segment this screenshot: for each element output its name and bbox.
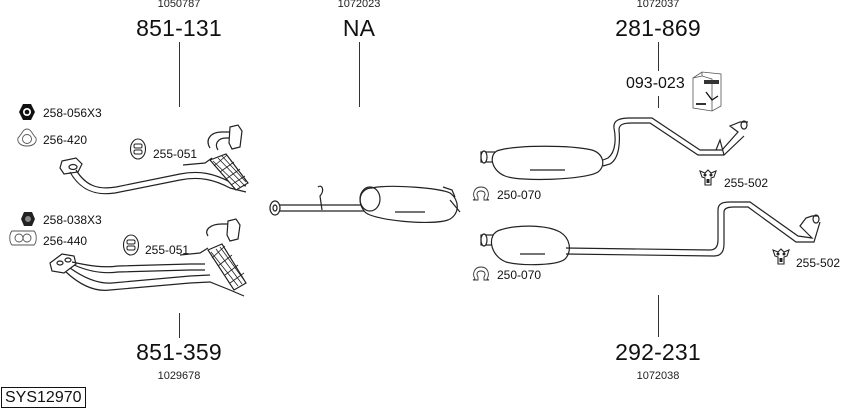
system-label: SYS12970 <box>1 387 86 408</box>
hex-nut-icon <box>18 103 36 121</box>
accessory-label[interactable]: 258-038X3 <box>43 213 102 227</box>
accessory-label[interactable]: 255-502 <box>796 256 841 270</box>
flange-nut-icon <box>20 211 36 227</box>
rear-silencer-top-drawing <box>480 117 748 181</box>
ref-number: 1072038 <box>636 370 680 382</box>
rear-silencer-bottom-drawing <box>480 201 821 266</box>
rubber-mount-icon <box>122 234 140 256</box>
leader-line <box>658 295 659 337</box>
accessory-label[interactable]: 256-420 <box>43 133 88 147</box>
part-number-link[interactable]: 281-869 <box>615 15 701 41</box>
kit-number-link[interactable]: 093-023 <box>626 75 685 92</box>
middle-silencer-drawing <box>269 185 461 224</box>
leader-line <box>179 42 180 107</box>
ref-number: 1072037 <box>636 0 680 10</box>
hanger-bracket-icon <box>698 168 718 188</box>
ref-number: 1029678 <box>157 370 201 382</box>
part-number-label: NA <box>342 15 376 41</box>
gasket-3-hole-icon <box>16 128 38 148</box>
accessory-label[interactable]: 250-070 <box>497 268 542 282</box>
accessory-label[interactable]: 258-056X3 <box>43 106 102 120</box>
leader-line <box>179 313 180 338</box>
leader-line <box>658 42 659 71</box>
accessory-label[interactable]: 255-051 <box>145 243 190 257</box>
accessory-label[interactable]: 255-051 <box>153 147 198 161</box>
leader-line <box>658 96 659 108</box>
front-pipe-top-drawing <box>59 124 249 195</box>
ref-number: 1072023 <box>337 0 381 10</box>
rubber-mount-icon <box>129 138 147 160</box>
front-pipe-bottom-drawing <box>49 218 247 297</box>
hanger-bracket-icon <box>771 247 791 267</box>
accessory-label[interactable]: 250-070 <box>497 188 542 202</box>
flex-braid <box>207 243 247 291</box>
flex-braid <box>208 153 249 191</box>
clamp-icon <box>471 184 491 202</box>
clamp-icon <box>471 264 491 282</box>
part-number-link[interactable]: 292-231 <box>615 339 701 365</box>
mounting-kit-box-icon <box>690 70 724 112</box>
part-number-link[interactable]: 851-359 <box>136 339 222 365</box>
ref-number: 1050787 <box>157 0 201 10</box>
accessory-label[interactable]: 256-440 <box>43 234 88 248</box>
leader-line <box>359 42 360 107</box>
part-number-link[interactable]: 851-131 <box>136 15 222 41</box>
gasket-double-icon <box>8 229 38 247</box>
accessory-label[interactable]: 255-502 <box>724 176 769 190</box>
